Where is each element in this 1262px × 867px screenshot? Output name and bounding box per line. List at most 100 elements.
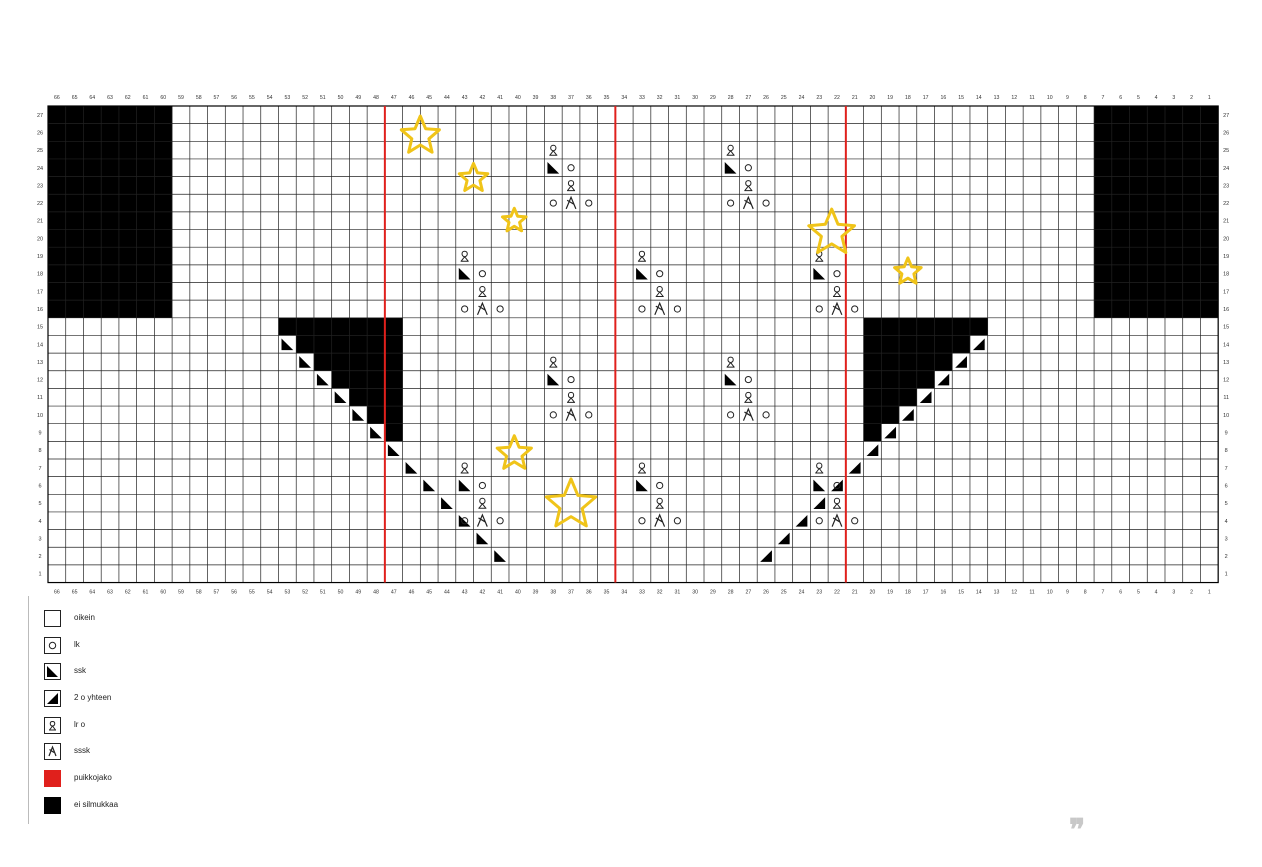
column-label-top: 18 — [905, 95, 911, 101]
row-label-left: 2 — [38, 554, 41, 560]
row-label-left: 24 — [37, 166, 43, 172]
column-label-top: 39 — [533, 95, 539, 101]
ssk-stitch — [458, 267, 471, 280]
legend-label: 2 o yhteen — [74, 693, 112, 702]
column-label-bottom: 21 — [852, 590, 858, 596]
column-label-bottom: 25 — [781, 590, 787, 596]
yarn-over-stitch — [673, 517, 682, 525]
column-label-bottom: 61 — [143, 590, 149, 596]
column-label-top: 35 — [604, 95, 610, 101]
blank-square-icon — [44, 610, 61, 627]
column-label-top: 49 — [355, 95, 361, 101]
yarn-over-stitch — [567, 164, 575, 172]
ssk-stitch — [547, 373, 560, 386]
twisted-stitch — [549, 144, 558, 156]
column-label-bottom: 32 — [657, 590, 663, 596]
row-label-right: 23 — [1223, 183, 1229, 189]
row-label-right: 8 — [1225, 448, 1228, 454]
row-label-left: 27 — [37, 113, 43, 119]
twisted-stitch — [726, 144, 735, 156]
no-stitch-cell — [863, 388, 917, 407]
column-label-top: 21 — [852, 95, 858, 101]
yarn-over-stitch — [638, 305, 646, 313]
column-label-top: 28 — [728, 95, 734, 101]
yarn-over-stitch — [762, 411, 770, 419]
row-label-right: 13 — [1223, 360, 1229, 366]
column-label-top: 65 — [72, 95, 78, 101]
yarn-over-stitch — [815, 517, 823, 525]
column-label-top: 66 — [54, 95, 60, 101]
column-label-top: 23 — [816, 95, 822, 101]
column-label-bottom: 39 — [533, 590, 539, 596]
column-label-bottom: 23 — [816, 590, 822, 596]
ssk-stitch — [281, 338, 294, 351]
sssk-stitch — [476, 301, 488, 316]
column-label-bottom: 64 — [89, 590, 95, 596]
k2tog-stitch — [777, 532, 790, 545]
row-label-left: 15 — [37, 325, 43, 331]
column-label-bottom: 52 — [302, 590, 308, 596]
twisted-stitch — [726, 356, 735, 368]
column-label-top: 5 — [1137, 95, 1140, 101]
column-label-top: 34 — [621, 95, 627, 101]
legend-item-puikkojako: puikkojako — [44, 770, 244, 788]
column-label-bottom: 4 — [1155, 590, 1158, 596]
column-label-top: 51 — [320, 95, 326, 101]
row-label-left: 26 — [37, 130, 43, 136]
row-label-left: 14 — [37, 342, 43, 348]
twisted-stitch — [815, 462, 824, 474]
column-label-bottom: 43 — [462, 590, 468, 596]
twisted-stitch — [744, 180, 753, 192]
row-label-left: 7 — [38, 466, 41, 472]
column-label-bottom: 31 — [675, 590, 681, 596]
legend-label: ssk — [74, 666, 86, 675]
no-stitch-cell — [863, 353, 953, 371]
column-label-top: 50 — [338, 95, 344, 101]
twisted-stitch — [655, 286, 664, 297]
row-label-right: 25 — [1223, 148, 1229, 154]
column-label-top: 48 — [373, 95, 379, 101]
legend-label: oikein — [74, 613, 95, 622]
yarn-over-stitch — [727, 411, 735, 419]
row-label-left: 3 — [38, 536, 41, 542]
column-label-bottom: 14 — [976, 590, 982, 596]
stitch-grid — [47, 105, 1219, 584]
row-label-right: 6 — [1225, 483, 1228, 489]
column-label-bottom: 41 — [497, 590, 503, 596]
column-label-bottom: 37 — [568, 590, 574, 596]
k2tog-stitch — [902, 409, 914, 421]
no-stitch-cell — [384, 423, 403, 442]
row-label-left: 18 — [37, 272, 43, 278]
row-label-left: 19 — [37, 254, 43, 260]
row-label-right: 2 — [1225, 554, 1228, 560]
row-label-left: 8 — [38, 448, 41, 454]
yarn-over-stitch — [833, 270, 841, 278]
column-label-top: 19 — [887, 95, 893, 101]
column-label-bottom: 46 — [409, 590, 415, 596]
column-label-bottom: 62 — [125, 590, 131, 596]
column-label-top: 24 — [799, 95, 805, 101]
column-label-top: 55 — [249, 95, 255, 101]
sssk-stitch — [831, 513, 843, 527]
column-label-bottom: 57 — [214, 590, 220, 596]
column-label-bottom: 36 — [586, 590, 592, 596]
row-label-left: 6 — [38, 483, 41, 489]
column-label-bottom: 22 — [834, 590, 840, 596]
yarn-over-stitch — [762, 199, 770, 207]
column-label-bottom: 10 — [1047, 590, 1053, 596]
star-icon — [501, 206, 528, 233]
column-label-top: 53 — [284, 95, 290, 101]
sssk-stitch — [565, 195, 577, 210]
column-label-top: 57 — [214, 95, 220, 101]
yarn-over-stitch — [496, 517, 504, 525]
column-label-top: 44 — [444, 95, 450, 101]
column-label-bottom: 49 — [355, 590, 361, 596]
row-label-right: 7 — [1225, 466, 1228, 472]
yarn-over-stitch — [673, 305, 682, 313]
legend-item-ssk: ssk — [44, 663, 244, 681]
column-label-top: 31 — [675, 95, 681, 101]
column-label-top: 47 — [391, 95, 397, 101]
twisted-stitch — [478, 497, 487, 509]
column-label-top: 58 — [196, 95, 202, 101]
column-label-top: 12 — [1011, 95, 1017, 101]
